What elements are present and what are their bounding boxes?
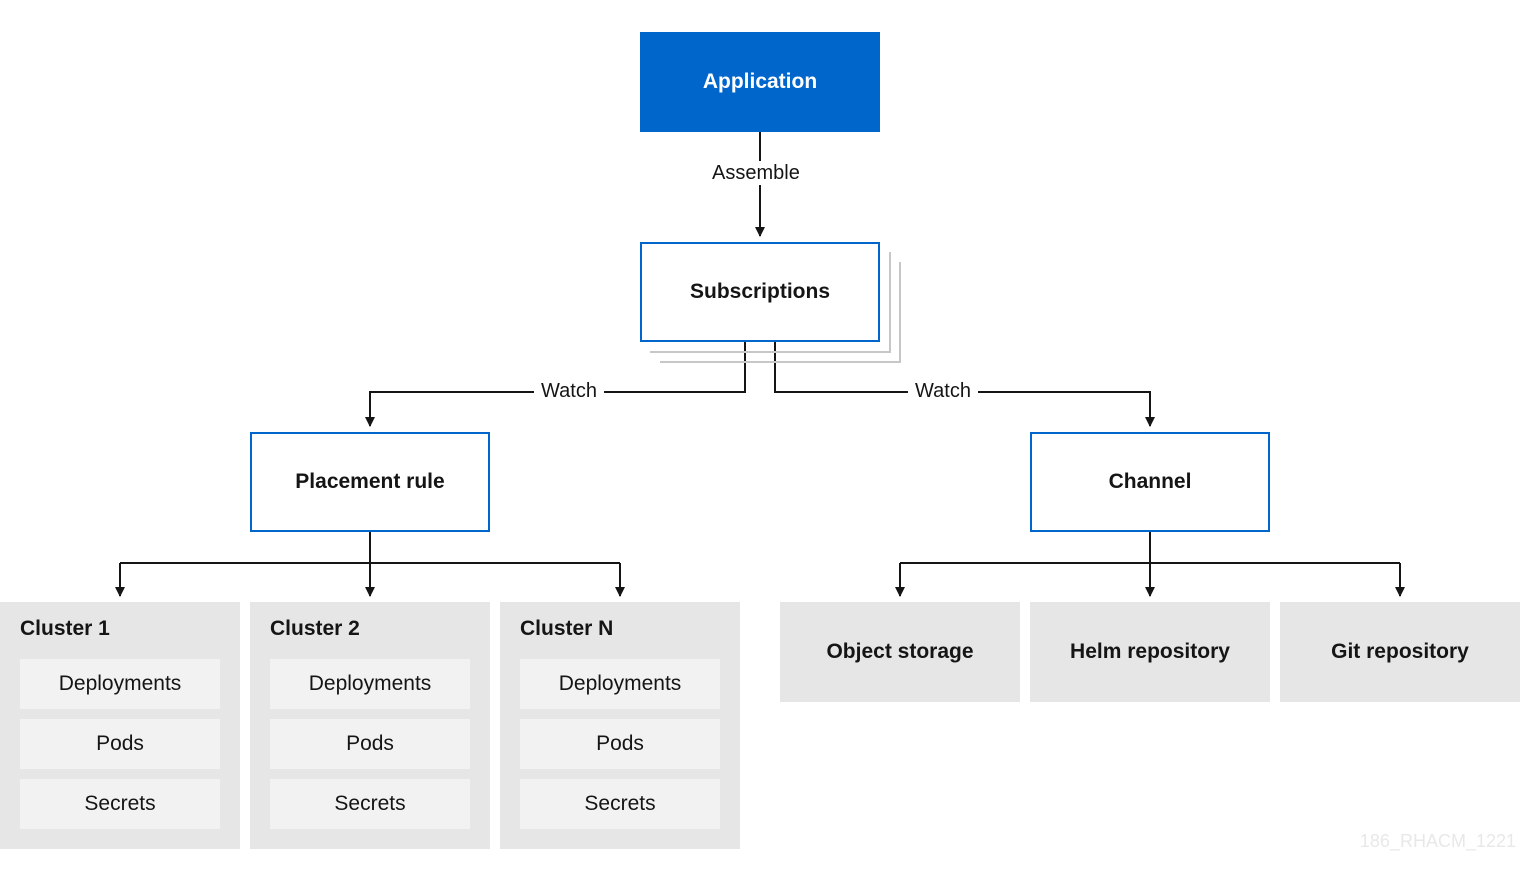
assemble-label: Assemble — [705, 161, 807, 185]
helm-repository-label: Helm repository — [1070, 640, 1230, 663]
cluster-title: Cluster 1 — [20, 617, 110, 640]
subscriptions-stack-sheet — [660, 262, 901, 363]
pods-item: Pods — [20, 719, 220, 769]
secrets-item: Secrets — [270, 779, 470, 829]
deployments-item: Deployments — [520, 659, 720, 709]
channel-label: Channel — [1108, 470, 1192, 493]
placement-rule-label: Placement rule — [295, 470, 445, 493]
secrets-item: Secrets — [20, 779, 220, 829]
application-label: Application — [702, 70, 818, 93]
git-repository-label: Git repository — [1331, 640, 1469, 663]
deployments-item: Deployments — [20, 659, 220, 709]
pods-item: Pods — [270, 719, 470, 769]
watch-left-label: Watch — [534, 379, 604, 403]
application-node: Application — [640, 32, 880, 132]
watch-right-label: Watch — [908, 379, 978, 403]
deployments-item: Deployments — [270, 659, 470, 709]
subscriptions-stack-sheet — [650, 252, 891, 353]
object-storage-label: Object storage — [826, 640, 974, 663]
cluster-1-box: Cluster 1 Deployments Pods Secrets — [0, 602, 240, 849]
channel-node: Channel — [1030, 432, 1270, 532]
cluster-title: Cluster N — [520, 617, 614, 640]
pods-item: Pods — [520, 719, 720, 769]
cluster-2-box: Cluster 2 Deployments Pods Secrets — [250, 602, 490, 849]
cluster-n-box: Cluster N Deployments Pods Secrets — [500, 602, 740, 849]
helm-repository-node: Helm repository — [1030, 602, 1270, 702]
placement-rule-node: Placement rule — [250, 432, 490, 532]
subscriptions-node: Subscriptions — [640, 242, 880, 342]
secrets-item: Secrets — [520, 779, 720, 829]
figure-id-watermark: 186_RHACM_1221 — [1359, 831, 1516, 851]
cluster-title: Cluster 2 — [270, 617, 360, 640]
object-storage-node: Object storage — [780, 602, 1020, 702]
subscriptions-label: Subscriptions — [689, 280, 831, 303]
git-repository-node: Git repository — [1280, 602, 1520, 702]
